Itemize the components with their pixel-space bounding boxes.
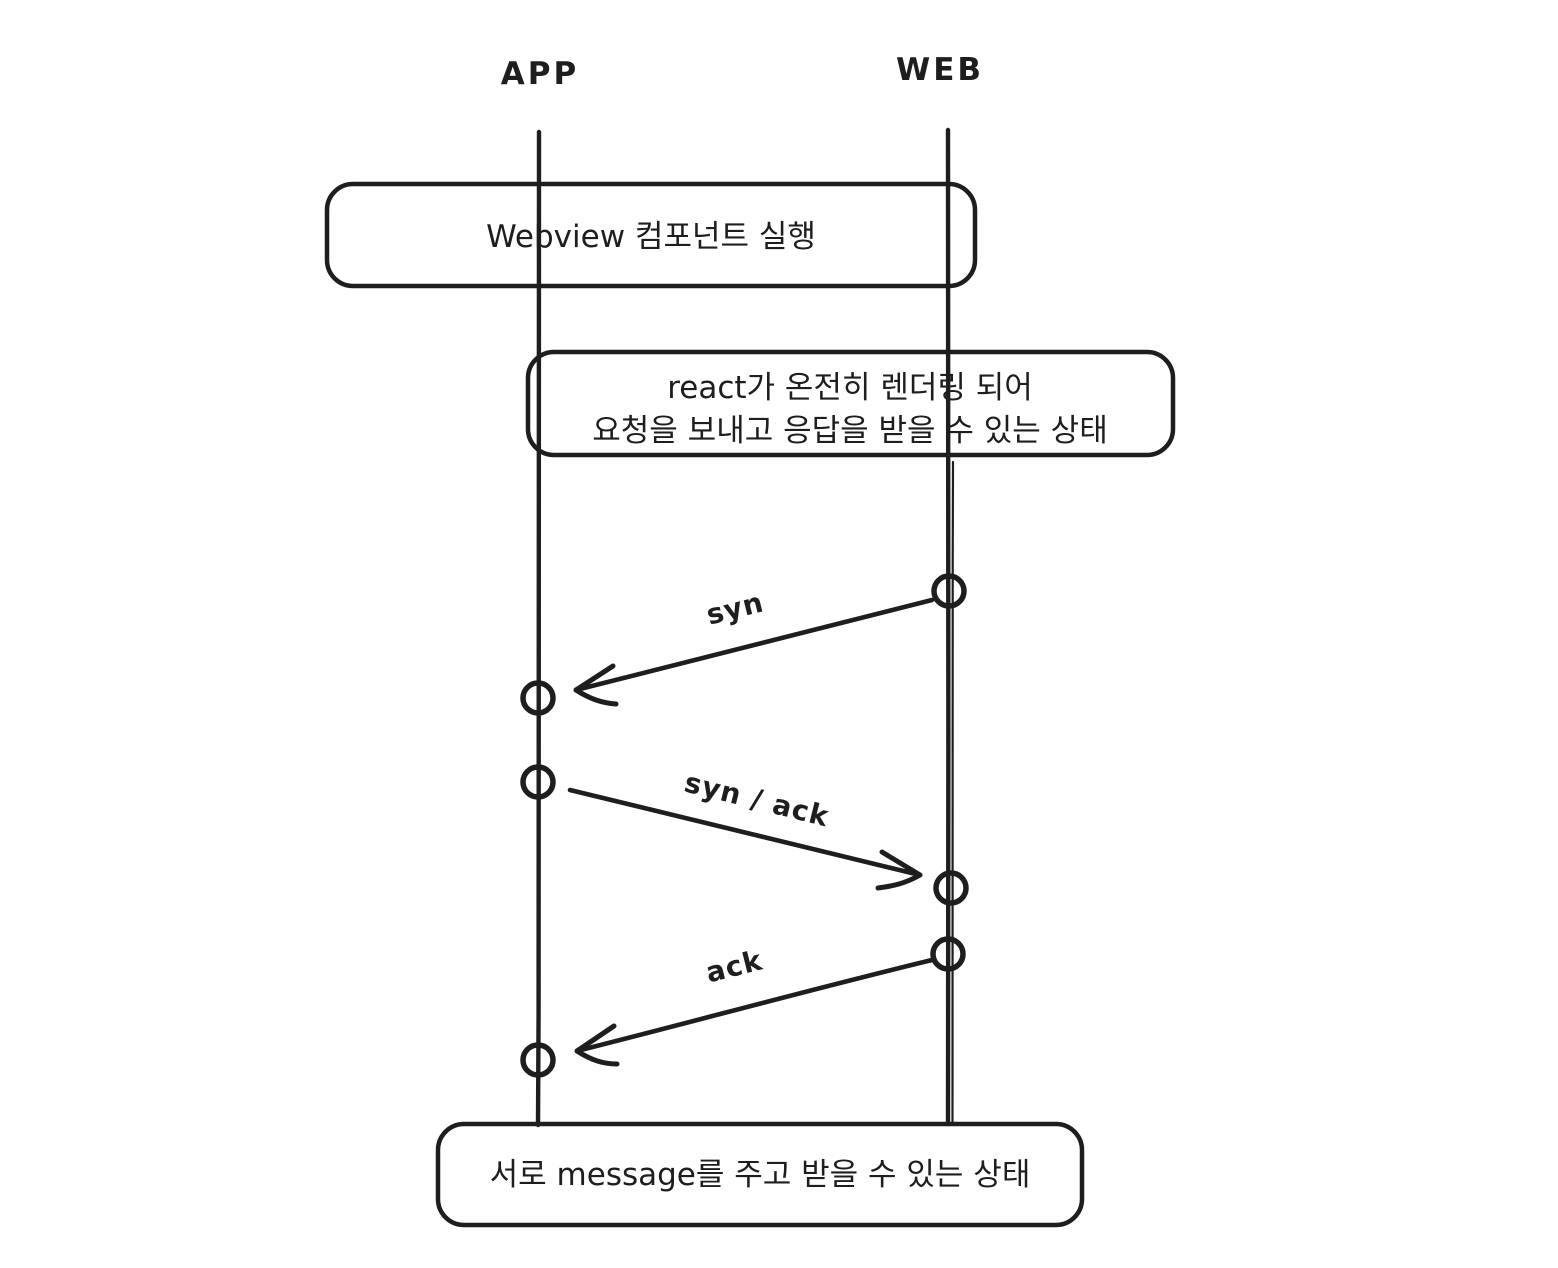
note-message-ready: 서로 message를 주고 받을 수 있는 상태 — [435, 1121, 1085, 1228]
syn-ack-arrowhead — [875, 849, 923, 891]
syn-arrow-shaft — [573, 597, 935, 693]
web-send-dot-syn — [931, 573, 967, 609]
actor-label-web: WEB — [896, 52, 984, 88]
note-react-ready-box — [525, 349, 1176, 458]
app-receive-dot-syn — [520, 680, 556, 716]
app-lifeline — [535, 129, 542, 1128]
note-message-ready-box — [435, 1121, 1085, 1228]
message-ack: ack — [574, 943, 935, 1067]
ack-arrowhead — [574, 1023, 620, 1067]
note-webview-run-box — [324, 181, 978, 289]
web-lifeline — [945, 127, 951, 1127]
note-react-ready-line2: 요청을 보내고 응답을 받을 수 있는 상태 — [592, 413, 1107, 449]
note-webview-run-text: Webview 컴포넌트 실행 — [486, 219, 816, 255]
note-react-ready: react가 온전히 렌더링 되어 요청을 보내고 응답을 받을 수 있는 상태 — [525, 349, 1176, 458]
syn-arrowhead — [573, 663, 619, 707]
note-webview-run: Webview 컴포넌트 실행 — [324, 181, 978, 289]
actor-label-app: APP — [501, 56, 579, 92]
ack-arrow-shaft — [574, 957, 935, 1054]
syn-ack-arrow-shaft — [567, 787, 923, 878]
app-send-dot-syn-ack — [520, 764, 556, 800]
web-receive-dot-syn-ack — [933, 870, 969, 906]
ack-label: ack — [702, 943, 766, 989]
note-message-ready-text: 서로 message를 주고 받을 수 있는 상태 — [490, 1157, 1031, 1193]
message-syn-ack: syn / ack — [567, 766, 923, 891]
app-receive-dot-ack — [520, 1042, 556, 1078]
web-lifeline-echo — [951, 460, 955, 1126]
web-send-dot-ack — [930, 936, 966, 972]
syn-label: syn — [703, 585, 767, 631]
note-react-ready-line1: react가 온전히 렌더링 되어 — [667, 370, 1033, 406]
message-syn: syn — [573, 585, 935, 707]
